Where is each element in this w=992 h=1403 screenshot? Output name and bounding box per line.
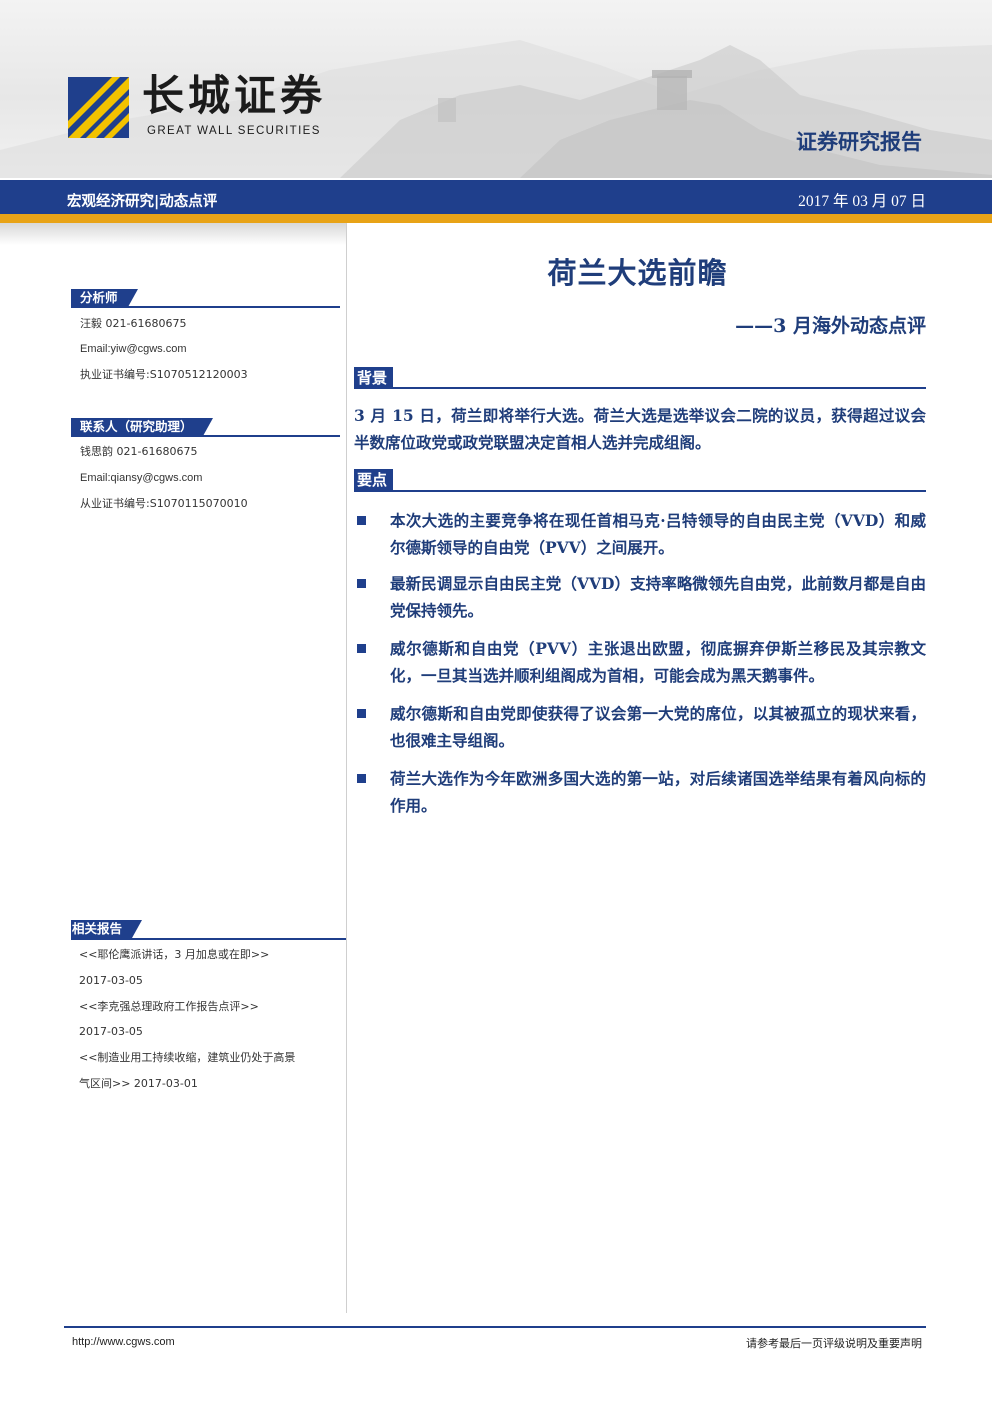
background-heading: 背景 [354, 367, 394, 389]
key-point: 威尔德斯和自由党即使获得了议会第一大党的席位，以其被孤立的现状来看，也很难主导组… [390, 704, 926, 750]
contact-email[interactable]: Email:qiansy@cgws.com [80, 472, 203, 484]
related-report-title[interactable]: <<耶伦鹰派讲话，3 月加息或在即>> [79, 948, 270, 961]
footer-disclaimer-note: 请参考最后一页评级说明及重要声明 [746, 1337, 922, 1350]
related-reports-underline [71, 938, 346, 940]
points-underline [354, 490, 926, 492]
footer-rule [64, 1326, 926, 1328]
background-underline [354, 387, 926, 389]
contact-heading: 联系人（研究助理） [71, 418, 212, 436]
bullet-square-icon [357, 774, 366, 783]
section-band [0, 180, 992, 214]
contact-phone: 钱思韵 021-61680675 [80, 445, 198, 458]
sidebar-shade [0, 223, 346, 245]
report-subtitle: ——3 月海外动态点评 [735, 315, 926, 337]
analyst-underline [71, 306, 340, 308]
key-point: 最新民调显示自由民主党（VVD）支持率略微领先自由党，此前数月都是自由党保持领先… [390, 574, 926, 620]
bullet-square-icon [357, 644, 366, 653]
report-type-label: 证券研究报告 [796, 130, 922, 154]
analyst-license: 执业证书编号:S1070512120003 [80, 368, 248, 381]
logo-english-text: GREAT WALL SECURITIES [147, 125, 321, 137]
bullet-square-icon [357, 579, 366, 588]
bullet-square-icon [357, 516, 366, 525]
points-heading: 要点 [354, 469, 394, 491]
related-report-title-cont[interactable]: 气区间>> 2017-03-01 [79, 1077, 198, 1090]
related-reports-heading: 相关报告 [71, 920, 143, 938]
section-label: 宏观经济研究|动态点评 [67, 194, 218, 210]
column-divider [346, 223, 347, 1313]
analyst-email[interactable]: Email:yiw@cgws.com [80, 343, 187, 355]
great-wall-logo-icon [68, 77, 129, 138]
footer-url-link[interactable]: http://www.cgws.com [72, 1336, 175, 1348]
contact-license: 从业证书编号:S1070115070010 [80, 497, 248, 510]
related-report-date: 2017-03-05 [79, 1025, 143, 1038]
related-report-title[interactable]: <<李克强总理政府工作报告点评>> [79, 1000, 259, 1013]
page-header: 长城证券 GREAT WALL SECURITIES 证券研究报告 [0, 0, 992, 178]
gold-strip [0, 214, 992, 223]
bullet-square-icon [357, 709, 366, 718]
background-paragraph: 3 月 15 日，荷兰即将举行大选。荷兰大选是选举议会二院的议员，获得超过议会半… [354, 406, 926, 452]
key-point: 本次大选的主要竞争将在现任首相马克·吕特领导的自由民主党（VVD）和威尔德斯领导… [390, 511, 926, 557]
contact-underline [71, 435, 340, 437]
report-date: 2017 年 03 月 07 日 [798, 193, 926, 210]
key-point: 威尔德斯和自由党（PVV）主张退出欧盟，彻底摒弃伊斯兰移民及其宗教文化，一旦其当… [390, 639, 926, 685]
logo-chinese-text: 长城证券 [142, 71, 327, 120]
analyst-phone: 汪毅 021-61680675 [80, 317, 187, 330]
related-report-title[interactable]: <<制造业用工持续收缩，建筑业仍处于高景 [79, 1051, 296, 1064]
report-title: 荷兰大选前瞻 [547, 256, 728, 290]
great-wall-landscape-image [0, 40, 992, 178]
key-point: 荷兰大选作为今年欧洲多国大选的第一站，对后续诸国选举结果有着风向标的作用。 [390, 769, 926, 815]
related-report-date: 2017-03-05 [79, 974, 143, 987]
analyst-heading: 分析师 [71, 289, 137, 307]
